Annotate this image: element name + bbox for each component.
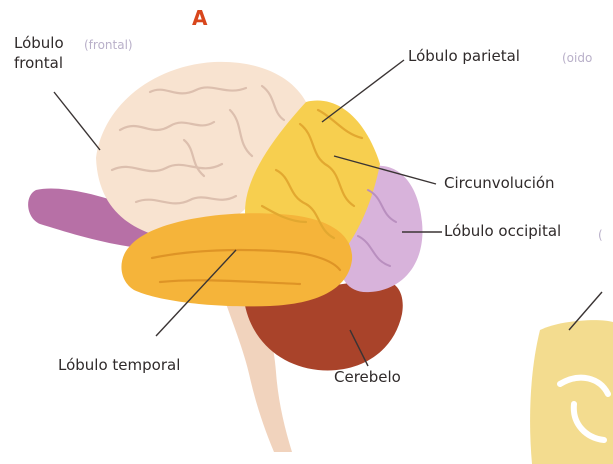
leader-frontal [54, 92, 100, 150]
leader-parietal [322, 60, 404, 122]
label-frontal-line1: Lóbulo [14, 34, 64, 53]
handwritten-occipital-note: ( [598, 228, 603, 242]
figure-heading: A [192, 6, 207, 30]
label-occipital: Lóbulo occipital [444, 222, 561, 241]
handwritten-frontal-note: (frontal) [84, 38, 133, 52]
label-temporal: Lóbulo temporal [58, 356, 180, 375]
label-frontal-line2: frontal [14, 54, 63, 73]
label-cerebelo: Cerebelo [334, 368, 401, 387]
label-circunvolucion: Circunvolución [444, 174, 555, 193]
label-parietal: Lóbulo parietal [408, 47, 520, 66]
handwritten-parietal-note: (oido [562, 51, 592, 65]
